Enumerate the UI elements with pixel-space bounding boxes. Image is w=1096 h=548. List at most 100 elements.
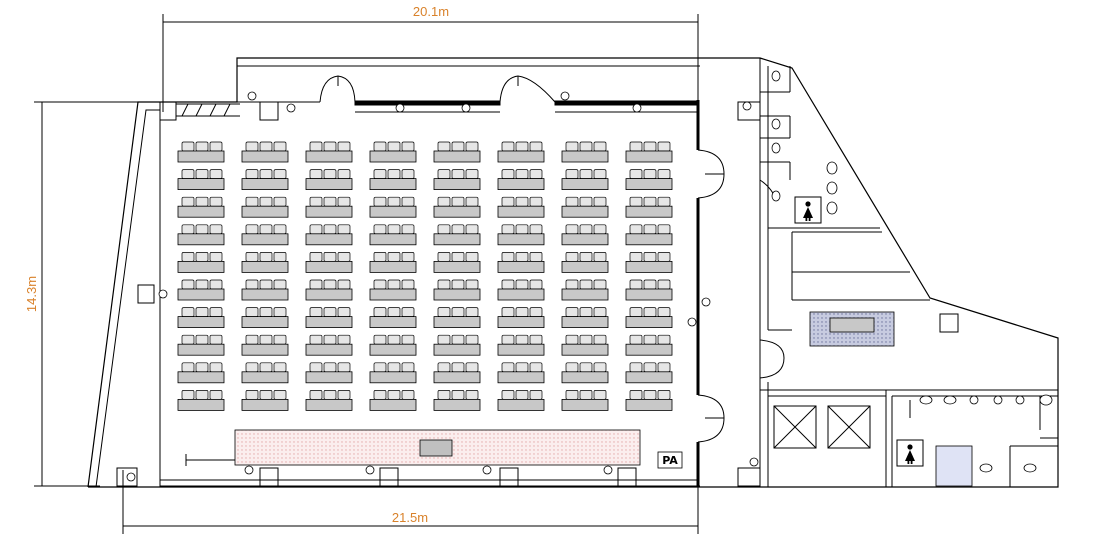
chair (259, 196, 273, 207)
chair (593, 307, 607, 317)
table (177, 150, 225, 163)
chair (529, 307, 543, 317)
chair (387, 141, 401, 152)
table (561, 316, 609, 329)
table (497, 371, 545, 384)
woman-restroom-icon (896, 439, 924, 467)
chair (259, 334, 273, 345)
table (433, 316, 481, 329)
seat-block (369, 196, 417, 218)
chair (451, 307, 465, 317)
seat-block (561, 390, 609, 411)
chair (195, 390, 209, 400)
table (369, 371, 417, 384)
chair (323, 279, 337, 290)
chair (579, 390, 593, 400)
chair (373, 334, 387, 345)
chair (181, 141, 195, 152)
chair (373, 196, 387, 207)
table (625, 178, 673, 191)
seat-block (625, 307, 673, 329)
chair (629, 390, 643, 400)
chair (451, 141, 465, 152)
seat-block (561, 307, 609, 329)
chair (245, 334, 259, 345)
chair (209, 307, 223, 317)
chair (337, 252, 351, 262)
table (241, 371, 289, 384)
table (625, 316, 673, 329)
chair (337, 141, 351, 152)
chair (565, 169, 579, 179)
pa-label: PA (662, 454, 678, 467)
chair (515, 279, 529, 290)
table (497, 260, 545, 273)
table (561, 371, 609, 384)
chair (451, 196, 465, 207)
chair (259, 252, 273, 262)
table (369, 288, 417, 301)
chair (465, 307, 479, 317)
chair (501, 307, 515, 317)
chair (437, 362, 451, 373)
chair (323, 362, 337, 373)
seat-block (561, 224, 609, 246)
chair (501, 169, 515, 179)
seat-block (305, 307, 353, 329)
seat-block (497, 362, 545, 384)
chair (529, 169, 543, 179)
chair (579, 334, 593, 345)
chair (501, 252, 515, 262)
table (241, 205, 289, 218)
chair (437, 252, 451, 262)
seat-block (433, 252, 481, 273)
seat-block (497, 334, 545, 356)
chair (629, 224, 643, 235)
chair (501, 279, 515, 290)
table (433, 178, 481, 191)
seat-block (433, 307, 481, 329)
accessible-toilet-area (935, 445, 973, 487)
chair (451, 362, 465, 373)
chair (501, 334, 515, 345)
chair (245, 224, 259, 235)
chair (245, 362, 259, 373)
table (625, 398, 673, 411)
table (433, 288, 481, 301)
chair (273, 307, 287, 317)
chair (195, 334, 209, 345)
chair (309, 224, 323, 235)
seat-block (369, 252, 417, 273)
chair (437, 169, 451, 179)
chair (259, 279, 273, 290)
chair (465, 196, 479, 207)
chair (529, 334, 543, 345)
seat-block (561, 252, 609, 273)
chair (373, 169, 387, 179)
chair (643, 279, 657, 290)
table (433, 260, 481, 273)
seat-block (241, 362, 289, 384)
seat-block (241, 141, 289, 163)
chair (259, 362, 273, 373)
chair (387, 362, 401, 373)
chair (437, 224, 451, 235)
chair (245, 252, 259, 262)
chair (593, 390, 607, 400)
chair (195, 169, 209, 179)
seat-block (625, 224, 673, 246)
chair (401, 334, 415, 345)
table (177, 205, 225, 218)
table (177, 343, 225, 356)
pa-box: PA (657, 451, 683, 469)
chair (529, 362, 543, 373)
chair (181, 196, 195, 207)
seat-block (497, 307, 545, 329)
chair (259, 390, 273, 400)
chair (451, 390, 465, 400)
seat-block (497, 390, 545, 411)
chair (565, 279, 579, 290)
chair (643, 224, 657, 235)
chair (401, 252, 415, 262)
chair (593, 141, 607, 152)
